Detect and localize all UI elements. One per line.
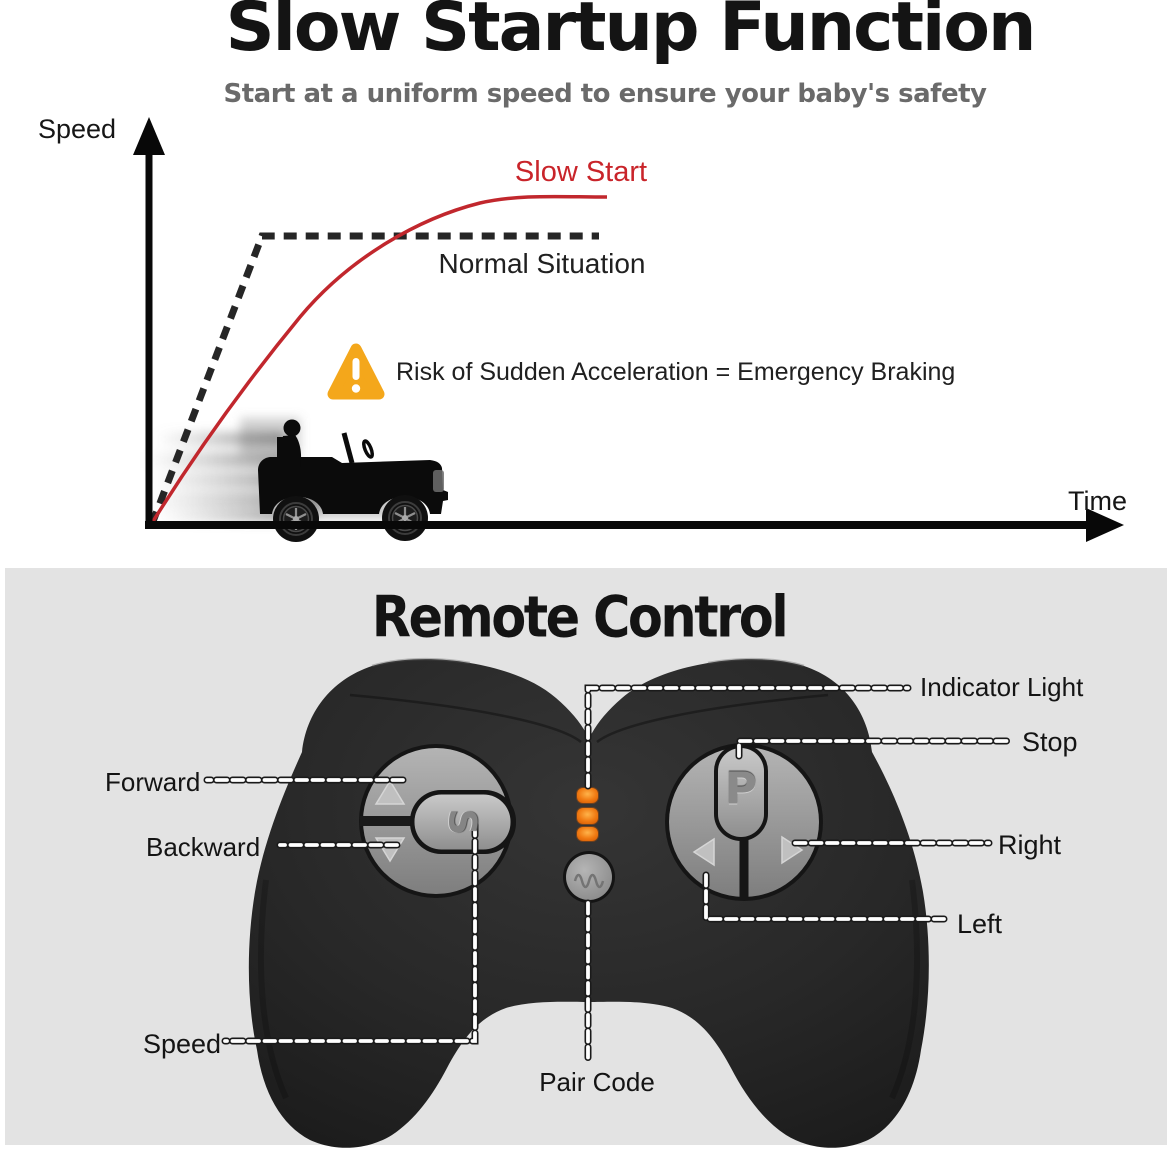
right-direction-pad	[665, 743, 823, 901]
callout-lines	[203, 684, 1014, 1067]
callout-forward: Forward	[105, 767, 201, 797]
pair-code-button	[563, 851, 615, 903]
risk-annotation: Risk of Sudden Acceleration = Emergency …	[396, 358, 956, 386]
y-axis-line	[145, 150, 153, 529]
callout-indicator-light: Indicator Light	[920, 672, 1084, 702]
callout-right: Right	[998, 830, 1062, 860]
chart-axes	[133, 117, 1124, 542]
remote-section-title: Remote Control	[371, 585, 789, 652]
warning-triangle-icon	[327, 343, 385, 400]
x-axis-arrowhead	[1086, 508, 1124, 542]
normal-situation-label: Normal Situation	[438, 248, 646, 279]
x-axis-line	[145, 521, 1086, 529]
page-title: Slow Startup Function	[225, 0, 1037, 67]
callout-backward: Backward	[146, 832, 261, 862]
rear-wheel	[273, 496, 319, 542]
slow-start-curve	[150, 194, 608, 524]
speed-time-chart	[133, 117, 1124, 542]
left-triangle	[692, 837, 715, 867]
forward-up-triangle	[374, 779, 406, 805]
led-indicator-lights	[576, 787, 599, 842]
x-axis-label: Time	[1068, 486, 1127, 516]
speed-s-button	[414, 794, 511, 850]
remote-control-section	[5, 568, 1167, 1148]
slow-start-label: Slow Start	[514, 156, 648, 188]
y-axis-arrowhead	[133, 117, 165, 155]
s-button-letter: S	[440, 808, 484, 836]
p-button-letter: P	[724, 763, 758, 815]
page-subtitle: Start at a uniform speed to ensure your …	[223, 79, 987, 109]
front-wheel	[382, 495, 428, 541]
y-axis-label: Speed	[38, 114, 117, 144]
callout-speed: Speed	[143, 1029, 222, 1059]
stop-p-button	[718, 748, 764, 837]
pair-wave-icon	[573, 873, 605, 889]
callout-pair-code: Pair Code	[539, 1067, 655, 1097]
callout-left: Left	[957, 909, 1003, 939]
callout-stop: Stop	[1022, 727, 1078, 757]
normal-situation-dashed-line	[148, 232, 599, 526]
